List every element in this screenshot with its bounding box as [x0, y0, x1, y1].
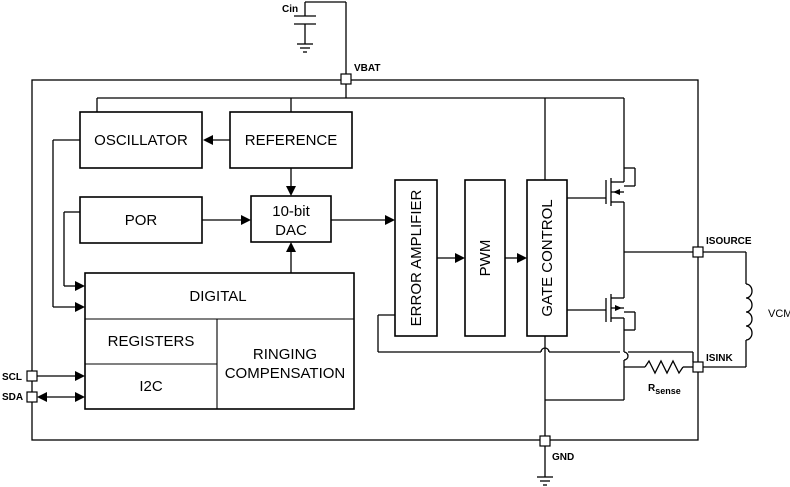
gate-control-label: GATE CONTROL: [539, 199, 556, 316]
high-side-mosfet: [605, 167, 636, 252]
rsense-resistor: [644, 359, 684, 375]
dac-label-line2: DAC: [275, 222, 307, 239]
dac-label-line1: 10-bit: [272, 203, 310, 220]
vcm-label: VCM: [768, 308, 790, 320]
isink-label: ISINK: [706, 353, 733, 364]
pwm-block: [464, 179, 506, 337]
isource-label: ISOURCE: [706, 236, 752, 247]
isource-pin: [692, 246, 704, 258]
vbat-pin: [340, 73, 352, 85]
input-capacitor: [294, 1, 347, 74]
pwm-label: PWM: [477, 240, 494, 277]
error-amplifier-label: ERROR AMPLIFIER: [408, 189, 425, 326]
sda-pin: [26, 391, 38, 403]
ringing-label-line1: RINGING: [253, 346, 317, 363]
scl-label: SCL: [2, 372, 22, 383]
ic-outline: [31, 79, 699, 441]
gate-control-block: [526, 179, 568, 337]
ringing-label-line2: COMPENSATION: [225, 365, 346, 382]
registers-label: REGISTERS: [108, 333, 195, 350]
vcm-coil: [703, 251, 753, 368]
rsense-label: Rsense: [648, 383, 681, 396]
gnd-pin: [539, 435, 551, 447]
dac-block: [250, 195, 332, 243]
por-label: POR: [125, 212, 158, 229]
isink-pin: [692, 361, 704, 373]
sda-label: SDA: [2, 392, 23, 403]
digital-label: DIGITAL: [189, 288, 246, 305]
vbat-label: VBAT: [354, 63, 380, 74]
i2c-label: I2C: [139, 378, 163, 395]
oscillator-label: OSCILLATOR: [94, 132, 188, 149]
ground-symbol: [537, 446, 553, 486]
cin-label: Cin: [282, 4, 298, 15]
low-side-mosfet: [605, 252, 636, 331]
oscillator-block: [79, 111, 203, 169]
digital-block: [84, 272, 355, 410]
scl-pin: [26, 370, 38, 382]
gnd-label: GND: [552, 452, 574, 463]
reference-label: REFERENCE: [245, 132, 338, 149]
